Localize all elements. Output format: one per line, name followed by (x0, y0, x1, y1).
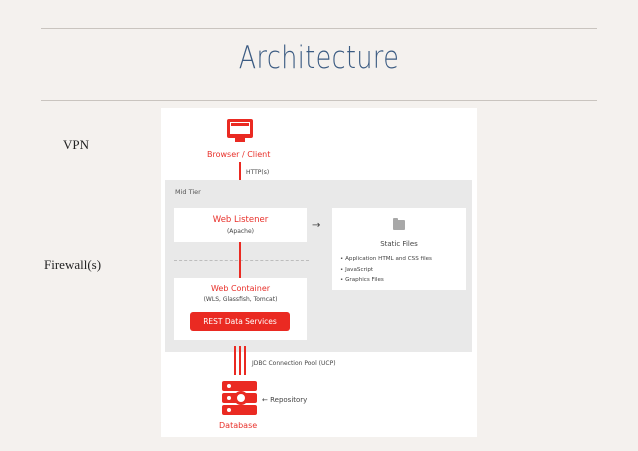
list-item: Graphics Files (340, 275, 432, 286)
web-container-subtitle: (WLS, Glassfish, Tomcat) (203, 296, 278, 303)
web-listener-subtitle: (Apache) (226, 228, 255, 235)
monitor-stand (235, 138, 245, 142)
folder-icon (393, 218, 405, 230)
static-files-list: Application HTML and CSS files JavaScrip… (340, 254, 432, 286)
jdbc-label: JDBC Connection Pool (UCP) (252, 360, 336, 367)
database-label: Database (219, 421, 258, 430)
web-container-box: Web Container (WLS, Glassfish, Tomcat) R… (174, 278, 307, 340)
web-container-title: Web Container (210, 284, 271, 293)
architecture-diagram: Browser / Client HTTP(s) Mid Tier Web Li… (161, 108, 477, 437)
list-item: Application HTML and CSS files (340, 254, 432, 265)
web-listener-title: Web Listener (212, 215, 269, 225)
container-connector (239, 252, 241, 278)
jdbc-line-2 (239, 346, 241, 375)
client-connector (239, 162, 241, 182)
http-label: HTTP(s) (246, 169, 270, 176)
database-icon (222, 381, 257, 415)
bottom-rule (41, 100, 597, 101)
repository-label: ← Repository (262, 396, 308, 404)
slide-title: Architecture (238, 40, 400, 76)
static-files-title: Static Files (380, 240, 418, 248)
arrow-right-icon: → (312, 220, 321, 231)
list-item: JavaScript (340, 265, 432, 276)
client-label: Browser / Client (207, 150, 271, 159)
rest-data-services-button: REST Data Services (190, 312, 290, 331)
listener-connector (239, 242, 241, 254)
mid-tier-label: Mid Tier (175, 188, 201, 196)
web-listener-box: Web Listener (Apache) (174, 208, 307, 242)
firewall-divider (174, 260, 309, 261)
firewall-label: Firewall(s) (44, 257, 102, 272)
top-rule (41, 28, 597, 29)
monitor-icon (227, 119, 253, 138)
vpn-label: VPN (63, 137, 90, 152)
jdbc-line-1 (234, 346, 236, 375)
jdbc-line-3 (244, 346, 246, 375)
static-files-box: Static Files Application HTML and CSS fi… (332, 208, 466, 290)
